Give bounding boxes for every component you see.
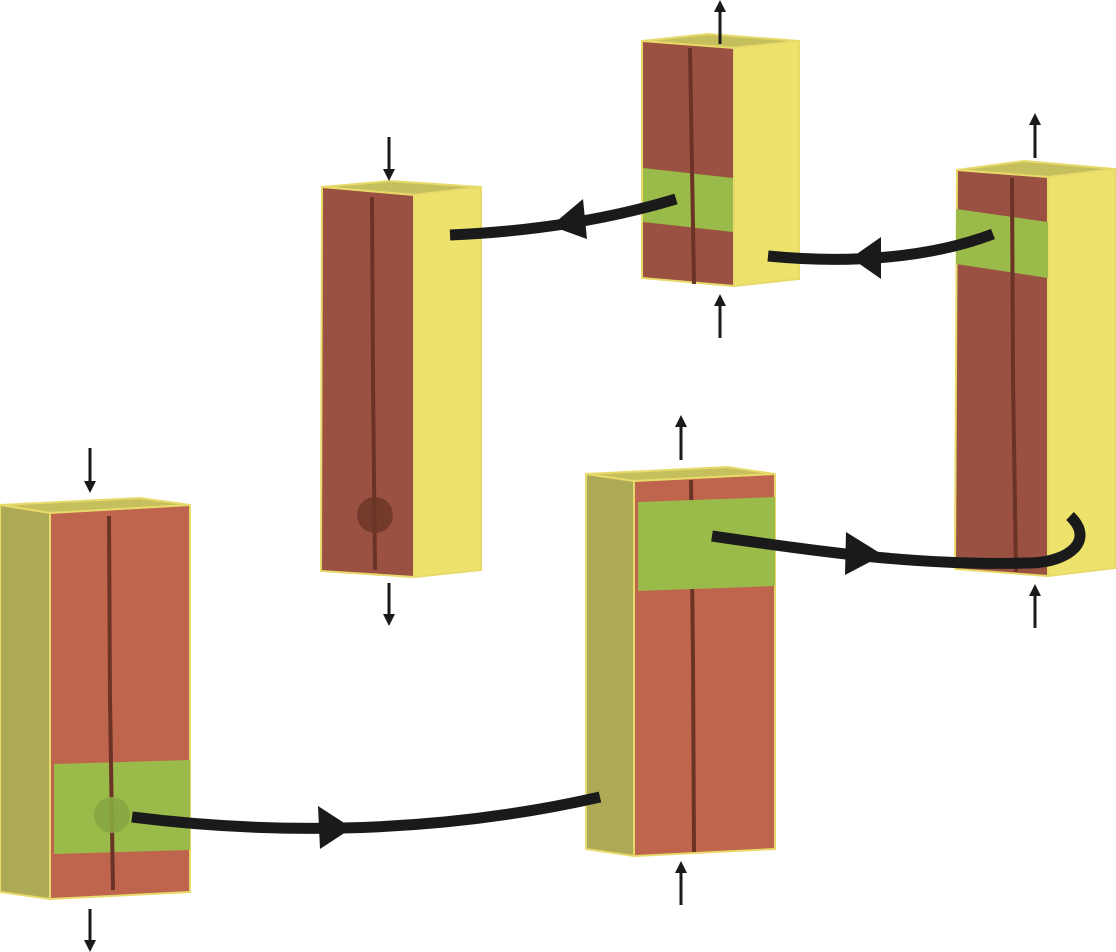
block-lower-middle [585,415,776,905]
block-top-middle [641,0,800,338]
block-side-face [0,503,51,901]
block-lower-left [0,448,191,952]
transition-arrowhead-2 [845,532,883,575]
block-upper-left [319,137,482,626]
block-front-face [641,39,735,288]
block-seam [688,47,696,285]
block-band [956,209,1048,278]
block-band [638,497,775,591]
block-right [953,113,1116,628]
block-side-face [733,39,800,288]
transition-arrowhead-4 [551,199,587,239]
transition-arrowhead-1 [318,806,352,849]
block-seam [1010,177,1018,573]
transition-arrowhead-3 [851,237,881,279]
transition-arrow-2 [711,512,1086,569]
transition-arrows [131,193,1086,849]
block-side-face [1047,167,1116,578]
transition-arrow-1 [131,791,602,834]
transition-arrow-3 [767,228,995,265]
block-front-face [319,185,415,579]
block-dot [94,797,130,833]
block-dot [357,497,393,533]
block-band [643,168,733,232]
block-side-face [413,185,482,579]
